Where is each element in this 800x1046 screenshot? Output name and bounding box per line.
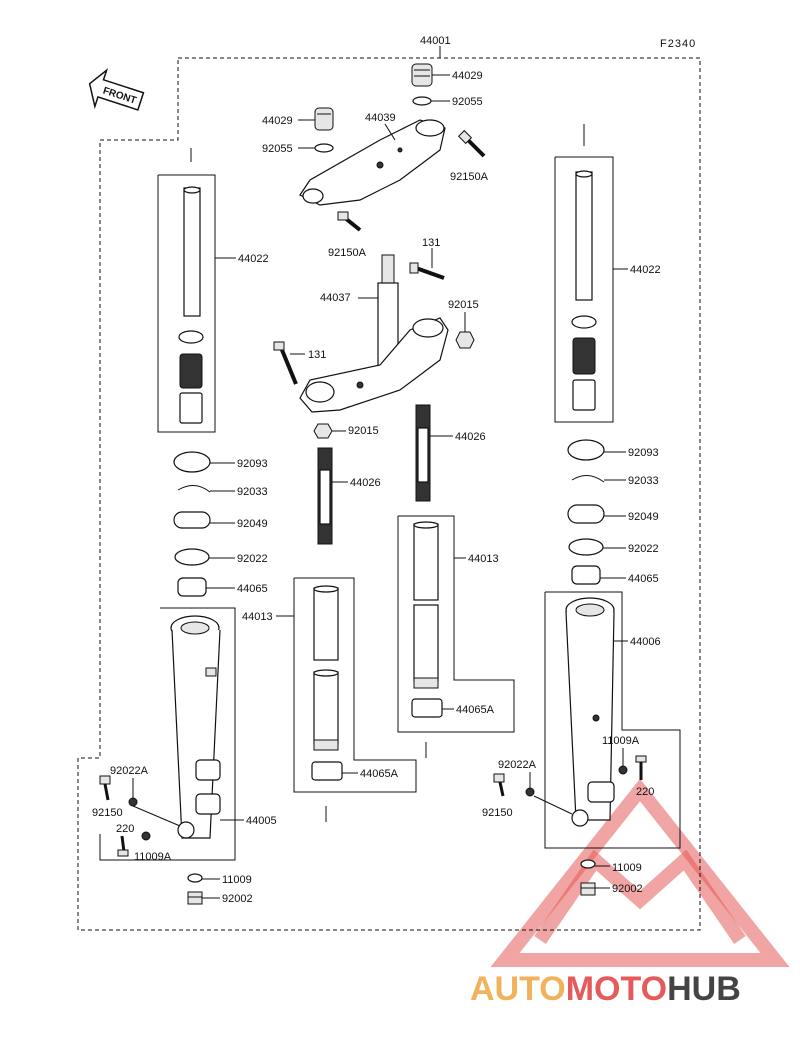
oil-seal-92022-left xyxy=(174,548,210,566)
part-label-92015: 92015 xyxy=(448,299,479,311)
washer-11009A-right xyxy=(618,765,628,775)
watermark-part3: HUB xyxy=(667,970,741,1008)
tube-44026-left xyxy=(317,447,333,545)
assembly-boundary xyxy=(77,57,701,931)
bolt-92150-right xyxy=(493,773,505,797)
part-label-92049: 92049 xyxy=(628,511,659,523)
part-label-92022A: 92022A xyxy=(498,759,537,771)
circlip-92033-right xyxy=(571,475,605,483)
seal-92093-left xyxy=(173,451,211,473)
washer-92049-left xyxy=(173,511,211,529)
bushing-44065-left xyxy=(177,577,207,597)
tube-44026-right xyxy=(415,404,431,502)
bushing-44065-right xyxy=(571,565,601,585)
part-label-92093: 92093 xyxy=(628,447,659,459)
fork-leg-44006-right xyxy=(544,591,681,849)
part-label-220: 220 xyxy=(116,823,134,835)
nut-92015-right xyxy=(455,331,475,349)
part-label-11009A: 11009A xyxy=(134,851,172,863)
part-label-131: 131 xyxy=(422,237,440,249)
part-label-92150A: 92150A xyxy=(328,247,367,259)
part-label-44022: 44022 xyxy=(238,253,269,265)
washer-11009-left xyxy=(187,873,203,883)
bolt-220-left xyxy=(117,835,129,857)
part-label-44022: 44022 xyxy=(630,264,661,276)
part-label-44001: 44001 xyxy=(420,35,451,47)
svg-text:AUTOMOTOHUB: AUTOMOTOHUB xyxy=(470,970,741,1008)
bolt-131-upper xyxy=(409,262,445,280)
bolt-220-right xyxy=(635,755,647,780)
fork-leg-44005-left xyxy=(99,607,236,861)
cap-bolt-44029-top xyxy=(411,63,433,87)
part-label-92022: 92022 xyxy=(628,543,659,555)
watermark-text: AUTOMOTOHUB xyxy=(470,970,741,1008)
part-label-44005: 44005 xyxy=(246,815,277,827)
part-label-44065: 44065 xyxy=(628,573,659,585)
bolt-92150A-left xyxy=(337,211,362,232)
nut-92015-lower xyxy=(313,423,333,439)
watermark-part1: AUTO xyxy=(470,970,566,1008)
washer-11009-right xyxy=(580,859,596,869)
washer-11009A-left xyxy=(141,831,151,841)
part-label-92002: 92002 xyxy=(222,893,253,905)
part-label-92002: 92002 xyxy=(612,883,643,895)
part-label-44037: 44037 xyxy=(320,292,351,304)
part-label-92150A: 92150A xyxy=(450,171,489,183)
part-label-92055: 92055 xyxy=(452,96,483,108)
part-label-220: 220 xyxy=(636,786,654,798)
part-label-11009: 11009 xyxy=(222,874,252,886)
cap-bolt-44029-left xyxy=(314,107,334,131)
front-direction-icon: FRONT xyxy=(88,68,145,111)
part-label-44029: 44029 xyxy=(262,115,293,127)
part-label-44013: 44013 xyxy=(468,553,499,565)
part-label-92150: 92150 xyxy=(92,807,123,819)
part-label-44026: 44026 xyxy=(350,477,381,489)
oring-92055-left xyxy=(314,143,334,153)
group-44022-right xyxy=(554,124,614,423)
steering-stem-44037 xyxy=(299,254,449,413)
part-label-92033: 92033 xyxy=(237,486,268,498)
watermark-logo xyxy=(490,778,790,967)
part-label-44026: 44026 xyxy=(455,431,486,443)
group-44013-left xyxy=(293,577,417,822)
part-label-11009: 11009 xyxy=(612,862,642,874)
part-label-44039: 44039 xyxy=(365,112,396,124)
part-label-44065: 44065 xyxy=(237,583,268,595)
bolt-92150A-right xyxy=(457,129,486,158)
washer-92022A-left xyxy=(128,797,138,807)
part-label-44006: 44006 xyxy=(630,636,661,648)
group-44013-right xyxy=(397,515,515,758)
upper-bracket-44039 xyxy=(299,119,446,206)
bolt-131-lower xyxy=(273,341,298,385)
part-label-44065A: 44065A xyxy=(360,768,399,780)
watermark-part2: MOTO xyxy=(566,970,667,1008)
group-44022-left xyxy=(157,148,216,433)
washer-92022A-right xyxy=(525,787,535,797)
oil-seal-92022-right xyxy=(568,538,604,556)
part-label-131: 131 xyxy=(308,349,326,361)
part-label-92150: 92150 xyxy=(482,807,513,819)
bolt-92002-right xyxy=(580,882,596,896)
part-label-92015: 92015 xyxy=(348,425,379,437)
washer-92049-right xyxy=(567,504,605,524)
part-label-92022A: 92022A xyxy=(110,765,149,777)
figure-code: F2340 xyxy=(660,38,696,50)
seal-92093-right xyxy=(567,439,605,461)
circlip-92033-left xyxy=(177,485,211,493)
part-label-92049: 92049 xyxy=(237,518,268,530)
oring-92055-top xyxy=(412,96,432,106)
part-label-44065A: 44065A xyxy=(456,704,495,716)
part-label-11009A: 11009A xyxy=(602,735,640,747)
bolt-92150-left xyxy=(99,775,111,801)
part-label-92022: 92022 xyxy=(237,553,268,565)
part-label-92093: 92093 xyxy=(237,458,268,470)
part-label-92055: 92055 xyxy=(262,143,293,155)
part-label-44029: 44029 xyxy=(452,70,483,82)
part-label-44013: 44013 xyxy=(242,611,273,623)
bolt-92002-left xyxy=(187,891,203,905)
part-label-92033: 92033 xyxy=(628,475,659,487)
